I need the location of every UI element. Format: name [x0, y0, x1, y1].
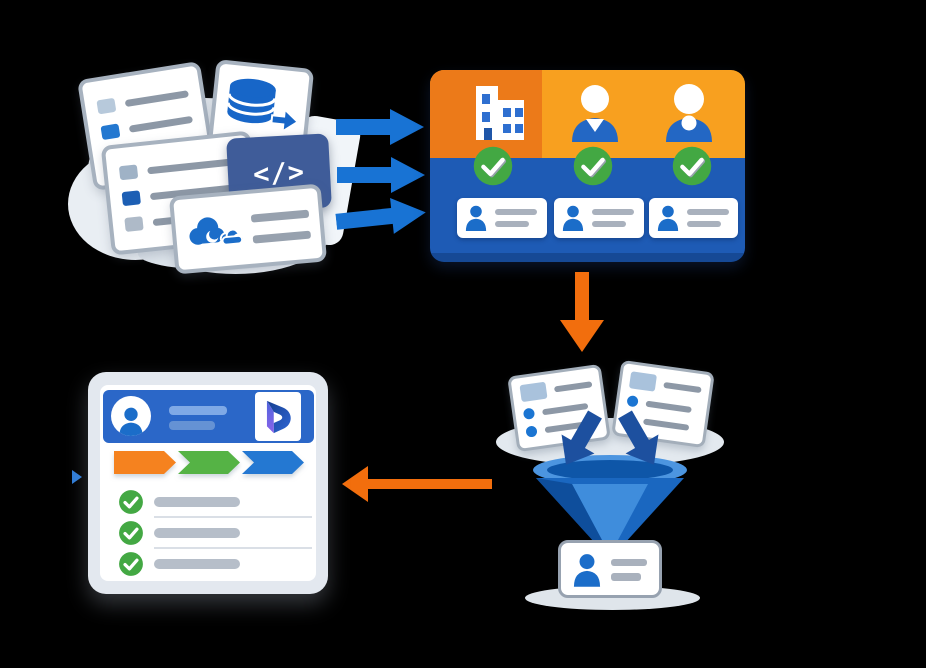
record-row [96, 86, 189, 115]
check-circle-icon [119, 490, 143, 514]
ingest-arrow-1 [336, 109, 424, 145]
stage-chevrons [114, 451, 304, 474]
stage-chevron-3 [242, 451, 304, 474]
contact-lines [592, 209, 634, 227]
field-line [147, 157, 238, 174]
database-export-icon [226, 78, 300, 134]
record-row [118, 154, 238, 181]
field-line [495, 209, 537, 215]
check-circle-icon [573, 146, 613, 186]
source-card-cloud [168, 183, 328, 275]
field-line [663, 381, 702, 393]
field-chip [124, 216, 144, 232]
field-line [128, 115, 193, 133]
contact-lines [687, 209, 729, 227]
field-line [611, 573, 641, 581]
ingest-arrow-3 [335, 198, 426, 234]
contact-person-icon [562, 205, 584, 231]
header-line [169, 421, 215, 430]
contact-person-icon [573, 554, 601, 587]
field-line [687, 209, 729, 215]
field-line [553, 380, 593, 392]
field-chip [121, 190, 141, 207]
checklist-line [154, 559, 240, 569]
cloud-pair-icon [189, 217, 244, 246]
check-circle-icon [119, 521, 143, 545]
field-chip [628, 371, 657, 392]
funnel-icon [533, 410, 687, 558]
field-chip [118, 164, 139, 181]
profile-card [88, 372, 328, 594]
unified-contact-card [558, 540, 662, 598]
person-round-collar-icon [666, 84, 712, 142]
profile-card-body [100, 385, 316, 581]
contact-card [649, 198, 738, 238]
person-circle-icon [119, 407, 143, 436]
avatar [111, 396, 151, 436]
funnel-in-arrow [561, 410, 659, 465]
field-line [592, 221, 626, 227]
organization-building-icon [476, 86, 524, 140]
field-line [592, 209, 634, 215]
field-line [250, 209, 310, 223]
stage-chevron-1 [114, 451, 176, 474]
field-line [611, 559, 647, 566]
match-panel-top [430, 70, 745, 158]
checklist-line [154, 528, 240, 538]
match-panel [430, 70, 745, 262]
stage-chevron-2 [178, 451, 240, 474]
field-chip [100, 123, 121, 141]
field-line [687, 221, 721, 227]
header-line [169, 406, 227, 415]
ingest-arrow-2 [337, 157, 425, 193]
check-circle-icon [672, 146, 712, 186]
contact-person-icon [657, 205, 679, 231]
check-circle-icon [119, 552, 143, 576]
dynamics-365-logo-icon [266, 400, 291, 433]
flow-arrow-down [560, 272, 604, 352]
record-row [100, 112, 193, 141]
flow-arrow-left [342, 466, 492, 502]
divider [154, 547, 312, 549]
record-row [628, 371, 703, 398]
contact-person-icon [465, 205, 487, 231]
check-circle-icon [473, 146, 513, 186]
person-v-collar-icon [572, 85, 618, 142]
source-card-database [207, 59, 315, 155]
field-chip [96, 97, 117, 115]
contact-lines [495, 209, 537, 227]
contact-card [457, 198, 547, 238]
field-line [252, 230, 312, 244]
profile-header [103, 390, 314, 443]
checklist-line [154, 497, 240, 507]
contact-card [554, 198, 644, 238]
decoration-fragment [72, 470, 82, 484]
field-line [495, 221, 529, 227]
dynamics-365-logo [255, 392, 301, 441]
record-lines [250, 209, 312, 244]
field-line [124, 89, 189, 107]
divider [154, 516, 312, 518]
